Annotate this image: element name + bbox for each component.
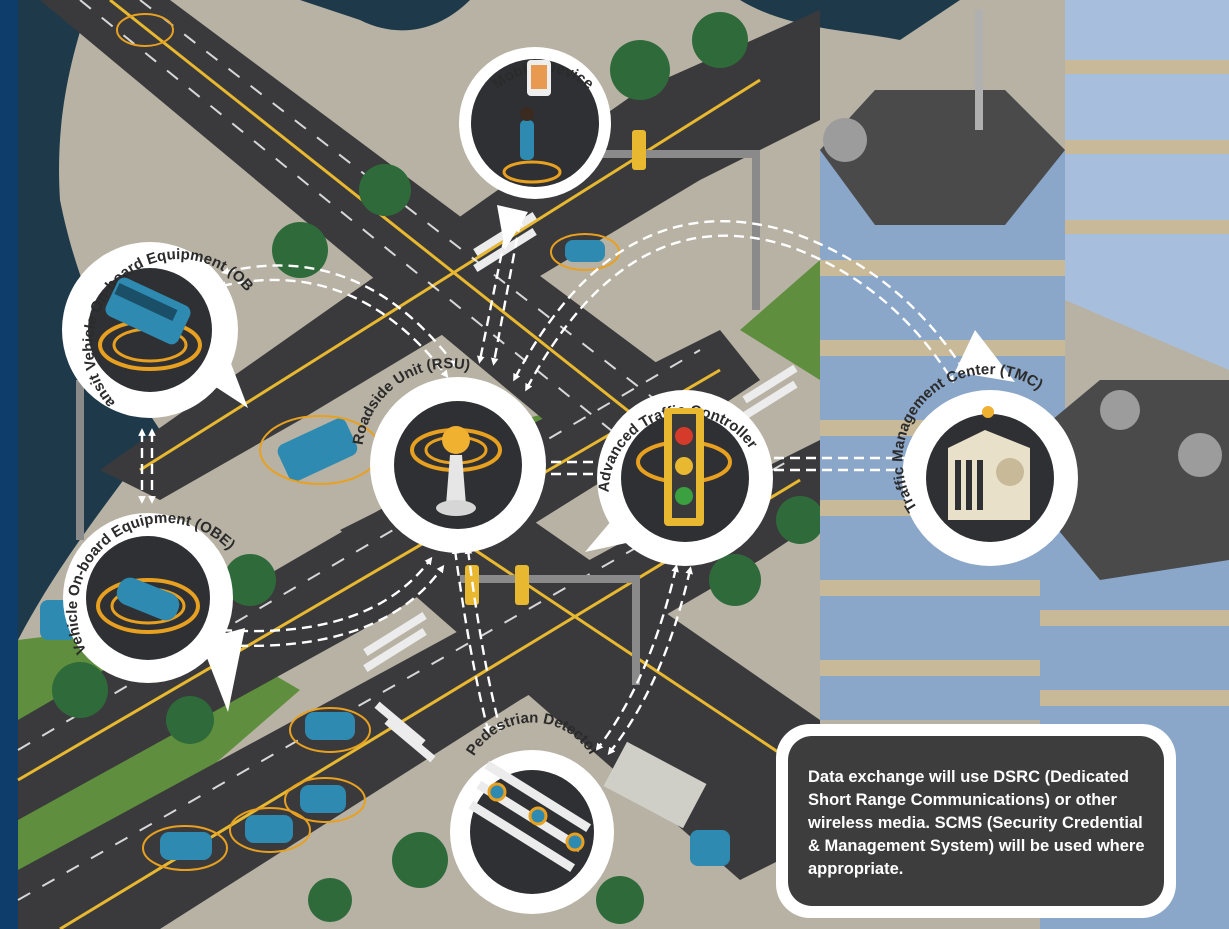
link-mobile-rsu [477,218,524,366]
link-vehicle-obe-rsu [218,556,445,650]
caption-text: Data exchange will use DSRC (Dedicated S… [788,736,1164,906]
communication-links [138,218,968,756]
link-traffic-controller-pedestrian-detector [595,564,693,756]
tmc-building-icon [948,406,1030,520]
link-rsu-traffic-controller [531,458,612,478]
traffic-light-icon [636,408,732,526]
link-transit-obe-rsu [218,264,458,379]
node-mobile-device: Mobile Device [459,47,611,250]
node-roadside-unit: Roadside Unit (RSU) [350,355,546,553]
car-icon [96,577,200,634]
node-vehicle-obe: Vehicle On-board Equipment (OBE) [63,510,245,712]
link-traffic-controller-tmc [754,454,926,474]
tmc-tower-left [820,10,1065,720]
link-rsu-tmc [513,220,968,392]
link-rsu-pedestrian-detector [451,546,503,734]
link-transit-obe-vehicle-obe [138,428,156,504]
rsu-beacon-icon [410,426,502,516]
node-advanced-traffic-controller: Advanced Traffic Controller [585,390,773,566]
crosswalk-icon [468,760,592,873]
bus-icon [98,277,202,371]
phone-icon [502,60,562,184]
caption-box: Data exchange will use DSRC (Dedicated S… [776,724,1176,918]
